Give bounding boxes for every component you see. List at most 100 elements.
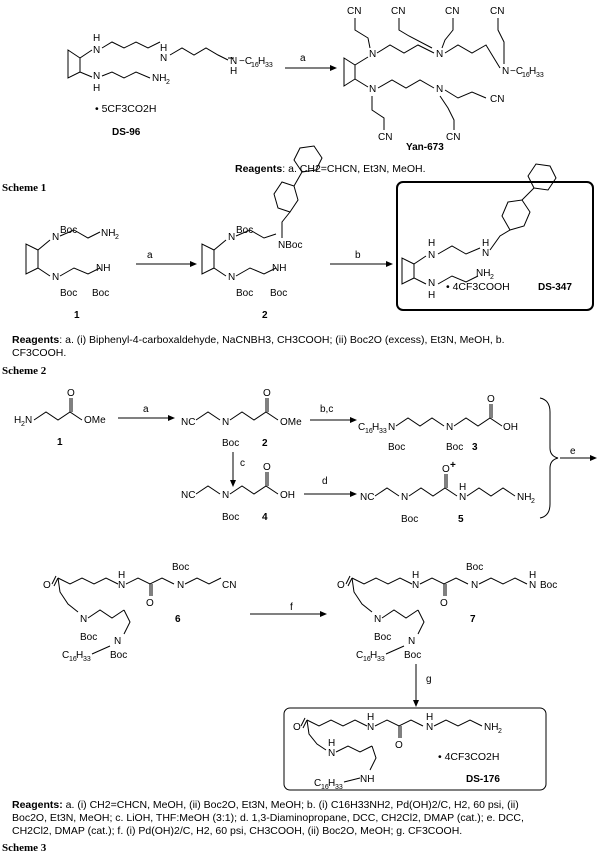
svg-text:N: N [222,490,229,501]
svg-text:33: 33 [265,62,273,69]
svg-text:N: N [369,49,376,60]
svg-text:N: N [230,56,237,67]
svg-text:O: O [395,740,403,751]
svg-text:CN: CN [446,132,460,143]
s3-brace [539,397,559,519]
svg-text:N: N [374,614,381,625]
svg-text:NH: NH [476,268,490,279]
s3-compound-5-label: 5 [458,514,464,525]
s3-compound-2-structure: NC N Boc O OMe [181,388,302,449]
svg-text:Boc: Boc [222,438,239,449]
s3-compound-6-label: 6 [175,614,181,625]
svg-text:N: N [52,232,59,243]
svg-text:H: H [14,415,21,426]
s2-compound-1-label: 1 [74,310,80,321]
svg-text:33: 33 [83,656,91,663]
svg-text:H: H [482,238,489,249]
svg-text:NH: NH [484,722,498,733]
svg-text:Boc: Boc [92,288,109,299]
s3-arrow-bc-label: b,c [320,404,333,415]
svg-text:CN: CN [445,6,459,17]
ds347-box [396,181,594,311]
svg-text:N: N [529,580,536,591]
svg-text:16: 16 [365,428,373,435]
svg-text:N: N [471,580,478,591]
scheme1-arrow-label: a [300,53,306,64]
svg-text:Boc: Boc [222,512,239,523]
svg-text:H: H [367,712,374,723]
svg-text:Boc: Boc [172,562,189,573]
svg-text:N: N [428,250,435,261]
ds96-label: DS-96 [112,127,141,138]
s2-compound-2-label: 2 [262,310,268,321]
s3-arrow-d-label: d [322,476,328,487]
svg-text:N: N [388,422,395,433]
s3-compound-7-structure: O N H O N Boc N H Boc N Boc N Boc C 16 H… [337,562,557,663]
svg-text:O: O [487,394,495,405]
s2-arrow-a-label: a [147,250,153,261]
svg-text:H: H [529,66,536,77]
ds176-box [283,707,547,791]
svg-text:CN: CN [391,6,405,17]
s3-arrow-a-label: a [143,404,149,415]
s3-compound-1-label: 1 [57,437,63,448]
svg-text:N: N [93,71,100,82]
s2-arrow-b [330,261,393,267]
s3-compound-7-label: 7 [470,614,476,625]
svg-text:16: 16 [321,784,329,791]
svg-text:N: N [436,49,443,60]
s2-arrow-a [136,261,197,267]
svg-text:N: N [408,636,415,647]
scheme1-arrow [285,65,337,71]
svg-text:CN: CN [490,6,504,17]
svg-text:C: C [358,422,365,433]
svg-text:Boc: Boc [110,650,127,661]
svg-text:N: N [228,272,235,283]
svg-text:N: N [222,417,229,428]
svg-text:Boc: Boc [236,225,253,236]
scheme1-reagents-prefix: Reagents [235,163,282,175]
svg-text:C: C [356,650,363,661]
svg-text:H: H [93,83,100,94]
svg-text:Boc: Boc [374,632,391,643]
s2-arrow-b-label: b [355,250,361,261]
svg-text:2: 2 [490,274,494,281]
svg-text:CN: CN [490,94,504,105]
scheme3-reagents-line2: Boc2O, Et3N, MeOH; c. LiOH, THF:MeOH (3:… [12,812,524,824]
svg-text:OH: OH [280,490,295,501]
s3-arrow-c-label: c [240,458,245,469]
svg-text:N: N [412,580,419,591]
s3-arrow-bc [310,417,357,423]
scheme-2: N Boc N Boc NH 2 NH Boc 1 a N Boc N Boc [2,145,594,377]
svg-text:N: N [93,45,100,56]
svg-text:C: C [314,778,321,789]
svg-text:CN: CN [347,6,361,17]
svg-text:N: N [114,636,121,647]
svg-text:H: H [160,43,167,54]
svg-text:H: H [76,650,83,661]
svg-text:N: N [52,272,59,283]
ds347-structure: H N N H N H NH 2 [401,163,557,301]
svg-text:N: N [369,84,376,95]
ds347-salt: • 4CF3COOH [446,281,510,293]
svg-text:N: N [446,422,453,433]
svg-text:16: 16 [251,62,259,69]
scheme2-reagents-line1: : a. (i) Biphenyl-4-carboxaldehyde, NaCN… [59,334,504,346]
svg-text:Boc: Boc [80,632,97,643]
svg-text:CN: CN [222,580,236,591]
svg-text:Boc: Boc [446,442,463,453]
s3-arrow-e [560,455,597,461]
s3-compound-4-structure: NC N Boc O OH [181,462,295,523]
svg-text:H: H [372,422,379,433]
svg-text:NC: NC [181,490,195,501]
s3-arrow-f-label: f [290,602,293,613]
svg-text:16: 16 [522,72,530,79]
ds176-label: DS-176 [466,774,500,785]
svg-text:H: H [118,570,125,581]
svg-text:33: 33 [536,72,544,79]
svg-text:NBoc: NBoc [278,240,302,251]
svg-text:H: H [412,570,419,581]
scheme3-title: Scheme 3 [2,842,47,854]
svg-text:Boc: Boc [60,225,77,236]
